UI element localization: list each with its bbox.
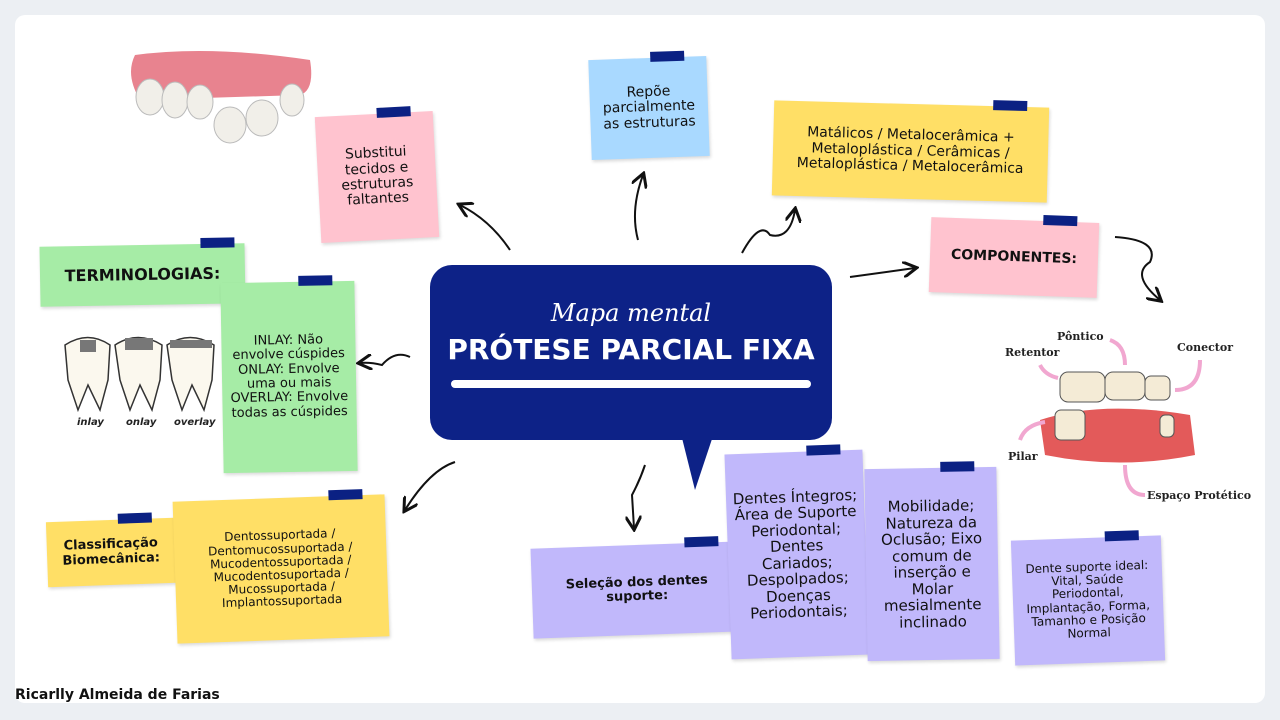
note-dente-ideal: Dente suporte ideal: Vital, Saúde Period…	[1010, 530, 1166, 666]
note-inlay-onlay-overlay: INLAY: Não envolve cúspides ONLAY: Envol…	[220, 275, 358, 474]
inlay-onlay-overlay-teeth	[64, 336, 215, 413]
label-overlay: overlay	[174, 417, 216, 428]
central-topic: Mapa mental PRÓTESE PARCIAL FIXA	[430, 265, 832, 440]
center-subtitle: Mapa mental	[550, 299, 712, 327]
label-retentor: Retentor	[1005, 346, 1060, 359]
note-classificacao: Classificação Biomecânica:	[45, 512, 177, 588]
brush-stroke	[451, 380, 811, 388]
dental-bridge-image	[131, 51, 312, 144]
note-componentes: COMPONENTES:	[928, 215, 1100, 298]
note-repoe: Repõe parcialmente as estruturas	[588, 50, 710, 161]
label-pontico: Pôntico	[1057, 330, 1104, 343]
bridge-diagram-image	[1018, 338, 1202, 497]
center-title: PRÓTESE PARCIAL FIXA	[447, 333, 815, 366]
label-conector: Conector	[1177, 341, 1233, 354]
note-mobilidade: Mobilidade; Natureza da Oclusão; Eixo co…	[864, 461, 1000, 662]
author-name: Ricarlly Almeida de Farias	[15, 687, 220, 703]
note-classificacao-tipos: Dentossuportada / Dentomucossuportada / …	[172, 489, 390, 644]
note-substitui: Substitui tecidos e estruturas faltantes	[314, 106, 440, 244]
label-inlay: inlay	[77, 417, 104, 428]
label-onlay: onlay	[126, 417, 157, 428]
note-terminologias: TERMINOLOGIAS:	[39, 237, 246, 307]
label-espaco-protetico: Espaço Protético	[1147, 489, 1252, 502]
note-materiais: Matálicos / Metalocerâmica + Metaloplást…	[771, 100, 1050, 203]
label-pilar: Pilar	[1008, 450, 1038, 463]
speech-tail	[680, 430, 715, 490]
note-selecao: Seleção dos dentes suporte:	[530, 536, 744, 639]
note-dentes: Dentes Íntegros; Área de Suporte Periodo…	[724, 444, 870, 660]
